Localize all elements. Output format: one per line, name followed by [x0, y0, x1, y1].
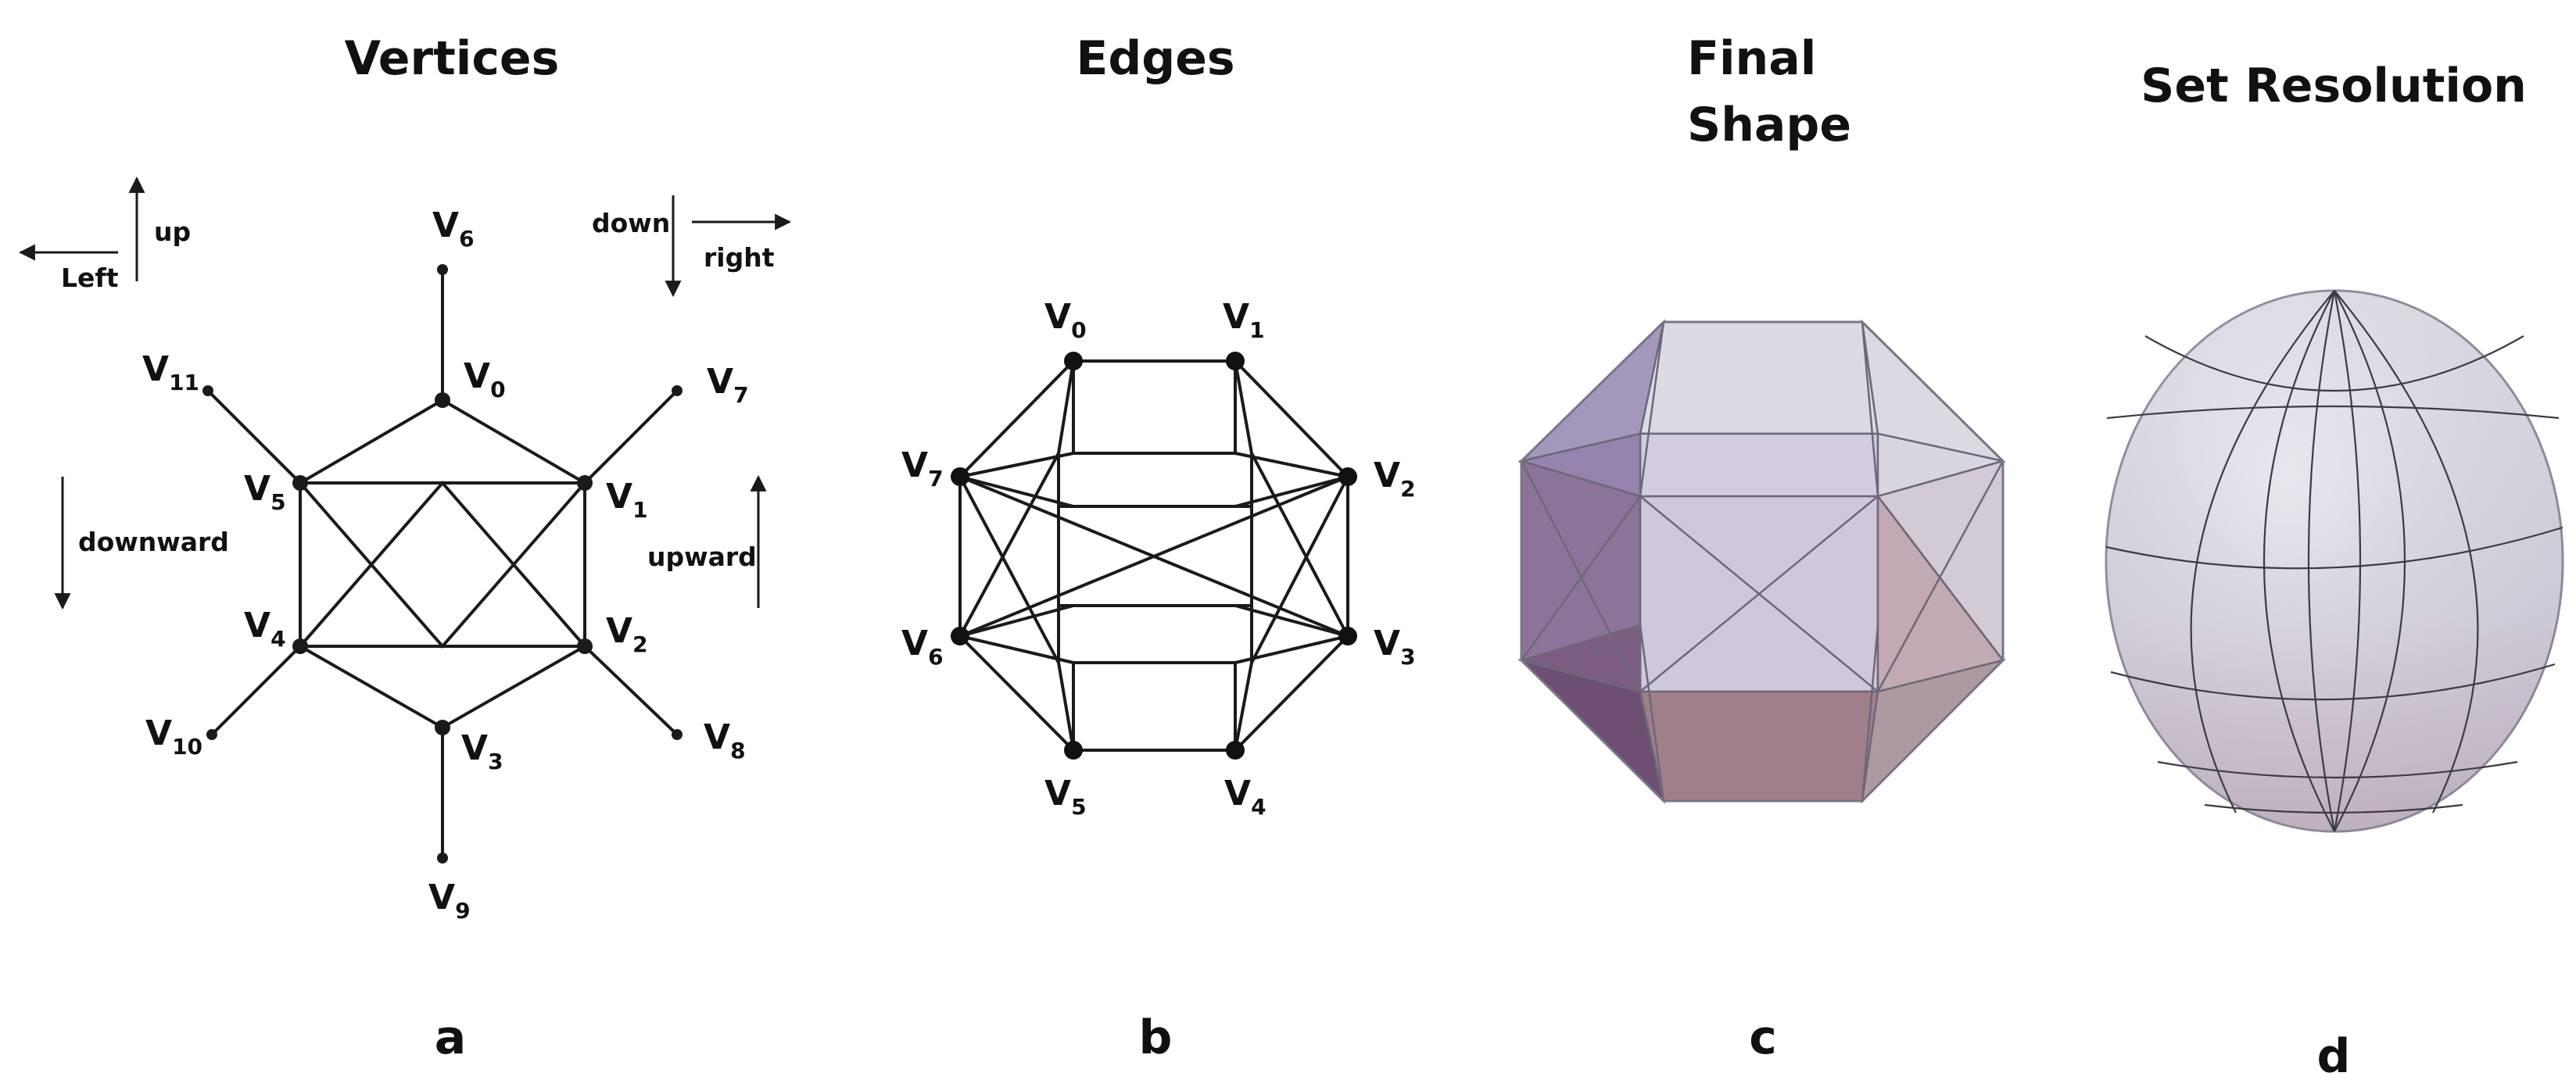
vertex-dot-v5 — [292, 475, 308, 491]
edge-vertex-dot-v1 — [1226, 352, 1245, 370]
title-final-line1: Final — [1687, 31, 1816, 86]
edge-vertex-dot-v4 — [1226, 741, 1245, 760]
edge-vertex-dot-v5 — [1064, 741, 1083, 760]
panel-letter-b: b — [1139, 1010, 1173, 1065]
vertex-dot-v7 — [672, 385, 683, 396]
panel-letter-a: a — [435, 1010, 467, 1065]
label-a-v11: V11 — [142, 349, 199, 395]
vertex-dot-v6 — [437, 264, 448, 275]
dir-label-down: down — [592, 208, 670, 238]
label-a-v4: V4 — [244, 606, 286, 652]
dir-label-up: up — [154, 216, 191, 247]
vertex-dot-v4 — [292, 638, 308, 654]
label-a-v6: V6 — [432, 206, 475, 252]
label-b-v1: V1 — [1223, 297, 1265, 343]
title-vertices: Vertices — [345, 31, 560, 86]
vertex-dot-v11 — [202, 385, 213, 396]
title-edges: Edges — [1076, 31, 1234, 86]
panel-b-edges-diagram: V0 V1 V2 V3 V4 V5 V6 V7 — [901, 297, 1416, 820]
title-set-resolution: Set Resolution — [2141, 59, 2527, 113]
dir-label-downward: downward — [78, 527, 229, 557]
shape-outline — [1520, 320, 2005, 803]
panel-letter-c: c — [1749, 1010, 1777, 1065]
dir-label-upward: upward — [647, 542, 757, 572]
vertex-dot-v1 — [577, 475, 593, 491]
label-a-v7: V7 — [707, 362, 749, 408]
vertex-dot-v3 — [435, 720, 450, 735]
label-a-v0: V0 — [464, 356, 506, 402]
vertex-dot-v10 — [206, 729, 217, 740]
label-a-v2: V2 — [606, 611, 648, 657]
label-b-v0: V0 — [1044, 297, 1087, 343]
label-a-v5: V5 — [244, 469, 286, 515]
label-b-v4: V4 — [1224, 774, 1267, 820]
dir-label-left: Left — [61, 263, 119, 293]
panel-d-sphere — [2105, 289, 2564, 833]
face-top — [1639, 320, 1879, 435]
label-a-v8: V8 — [704, 717, 746, 763]
label-b-v7: V7 — [901, 445, 944, 492]
label-b-v6: V6 — [901, 624, 944, 670]
vertex-dot-v8 — [672, 729, 683, 740]
dir-label-right: right — [704, 242, 775, 273]
panel-a-vertices-diagram: V0 V1 V2 V3 V4 V5 V6 V7 V8 V9 V10 V11 up… — [18, 176, 792, 924]
edge-vertex-dot-v2 — [1338, 467, 1357, 486]
edge-vertex-dot-v3 — [1338, 627, 1357, 645]
label-a-v1: V1 — [606, 477, 648, 523]
vertex-dot-v0 — [435, 392, 450, 408]
face-bottom — [1639, 690, 1879, 803]
edge-vertex-dot-v0 — [1064, 352, 1083, 370]
panel-c-final-shape — [1517, 319, 2007, 804]
vertex-dot-v9 — [437, 853, 448, 864]
edge-vertex-dot-v7 — [951, 467, 969, 486]
label-a-v10: V10 — [145, 713, 202, 760]
panel-letter-d: d — [2317, 1029, 2351, 1084]
label-a-v3: V3 — [461, 728, 503, 774]
label-b-v5: V5 — [1044, 774, 1087, 820]
label-b-v3: V3 — [1374, 624, 1416, 670]
hexagon-outline — [299, 398, 586, 730]
label-a-v9: V9 — [428, 878, 471, 924]
title-final-line2: Shape — [1687, 98, 1851, 152]
label-b-v2: V2 — [1374, 456, 1416, 502]
edge-vertex-dot-v6 — [951, 627, 969, 645]
vertex-dot-v2 — [577, 638, 593, 654]
